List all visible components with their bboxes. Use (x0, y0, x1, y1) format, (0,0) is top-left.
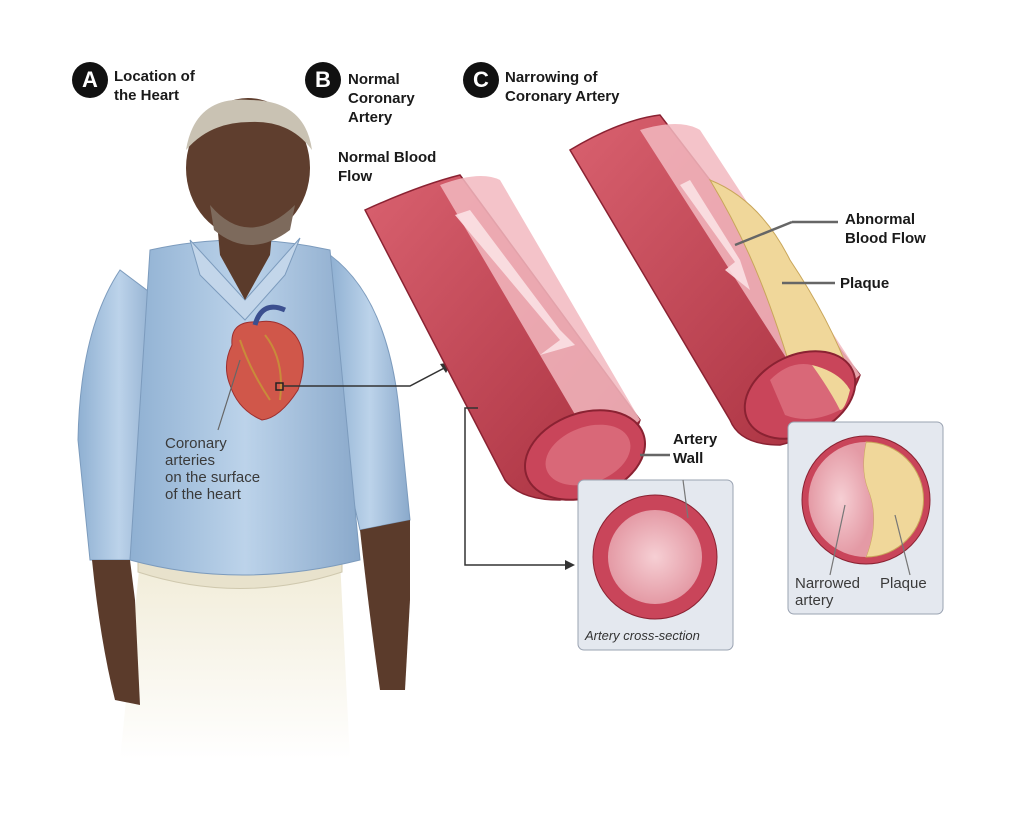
coronary-leader (217, 359, 241, 431)
beard (210, 205, 295, 245)
panel-a-title: Location of the Heart (114, 68, 195, 104)
normal-blood-flow-label: Normal Blood Flow (338, 149, 437, 185)
panel-c-title: Narrowing of Coronary Artery (505, 69, 620, 105)
head (186, 98, 310, 238)
inset-plaque-label: Plaque (880, 575, 927, 592)
heart-to-artery-connector (283, 364, 451, 387)
normal-artery (363, 174, 647, 501)
panel-b-badge: B (305, 62, 341, 98)
narrowed-artery (568, 114, 861, 446)
cross-section-connector (464, 407, 570, 566)
artery-wall-label: Artery Wall (673, 431, 718, 467)
panel-a-badge: A (72, 62, 108, 98)
hair (186, 99, 312, 150)
narrowed-cross-section-inset (787, 421, 944, 615)
panel-b-title: Normal Coronary Artery (348, 71, 415, 126)
panel-c-badge: C (463, 62, 499, 98)
man-figure (77, 98, 411, 760)
coronary-arteries-label: Coronary arteries on the surface of the … (165, 435, 261, 503)
abnormal-flow-leader (734, 220, 793, 247)
abnormal-flow-arrow (680, 180, 750, 290)
narrowed-artery-label: Narrowed artery (795, 575, 861, 609)
pants (120, 560, 350, 760)
left-hand (92, 560, 140, 705)
artery-cross-section-caption: Artery cross-section (585, 628, 700, 643)
abnormal-blood-flow-label: Abnormal Blood Flow (845, 211, 926, 247)
normal-cross-section-inset (577, 479, 734, 651)
plaque-label: Plaque (840, 275, 890, 292)
heart (226, 304, 304, 421)
right-hand (360, 520, 410, 690)
normal-flow-arrow (455, 210, 575, 355)
